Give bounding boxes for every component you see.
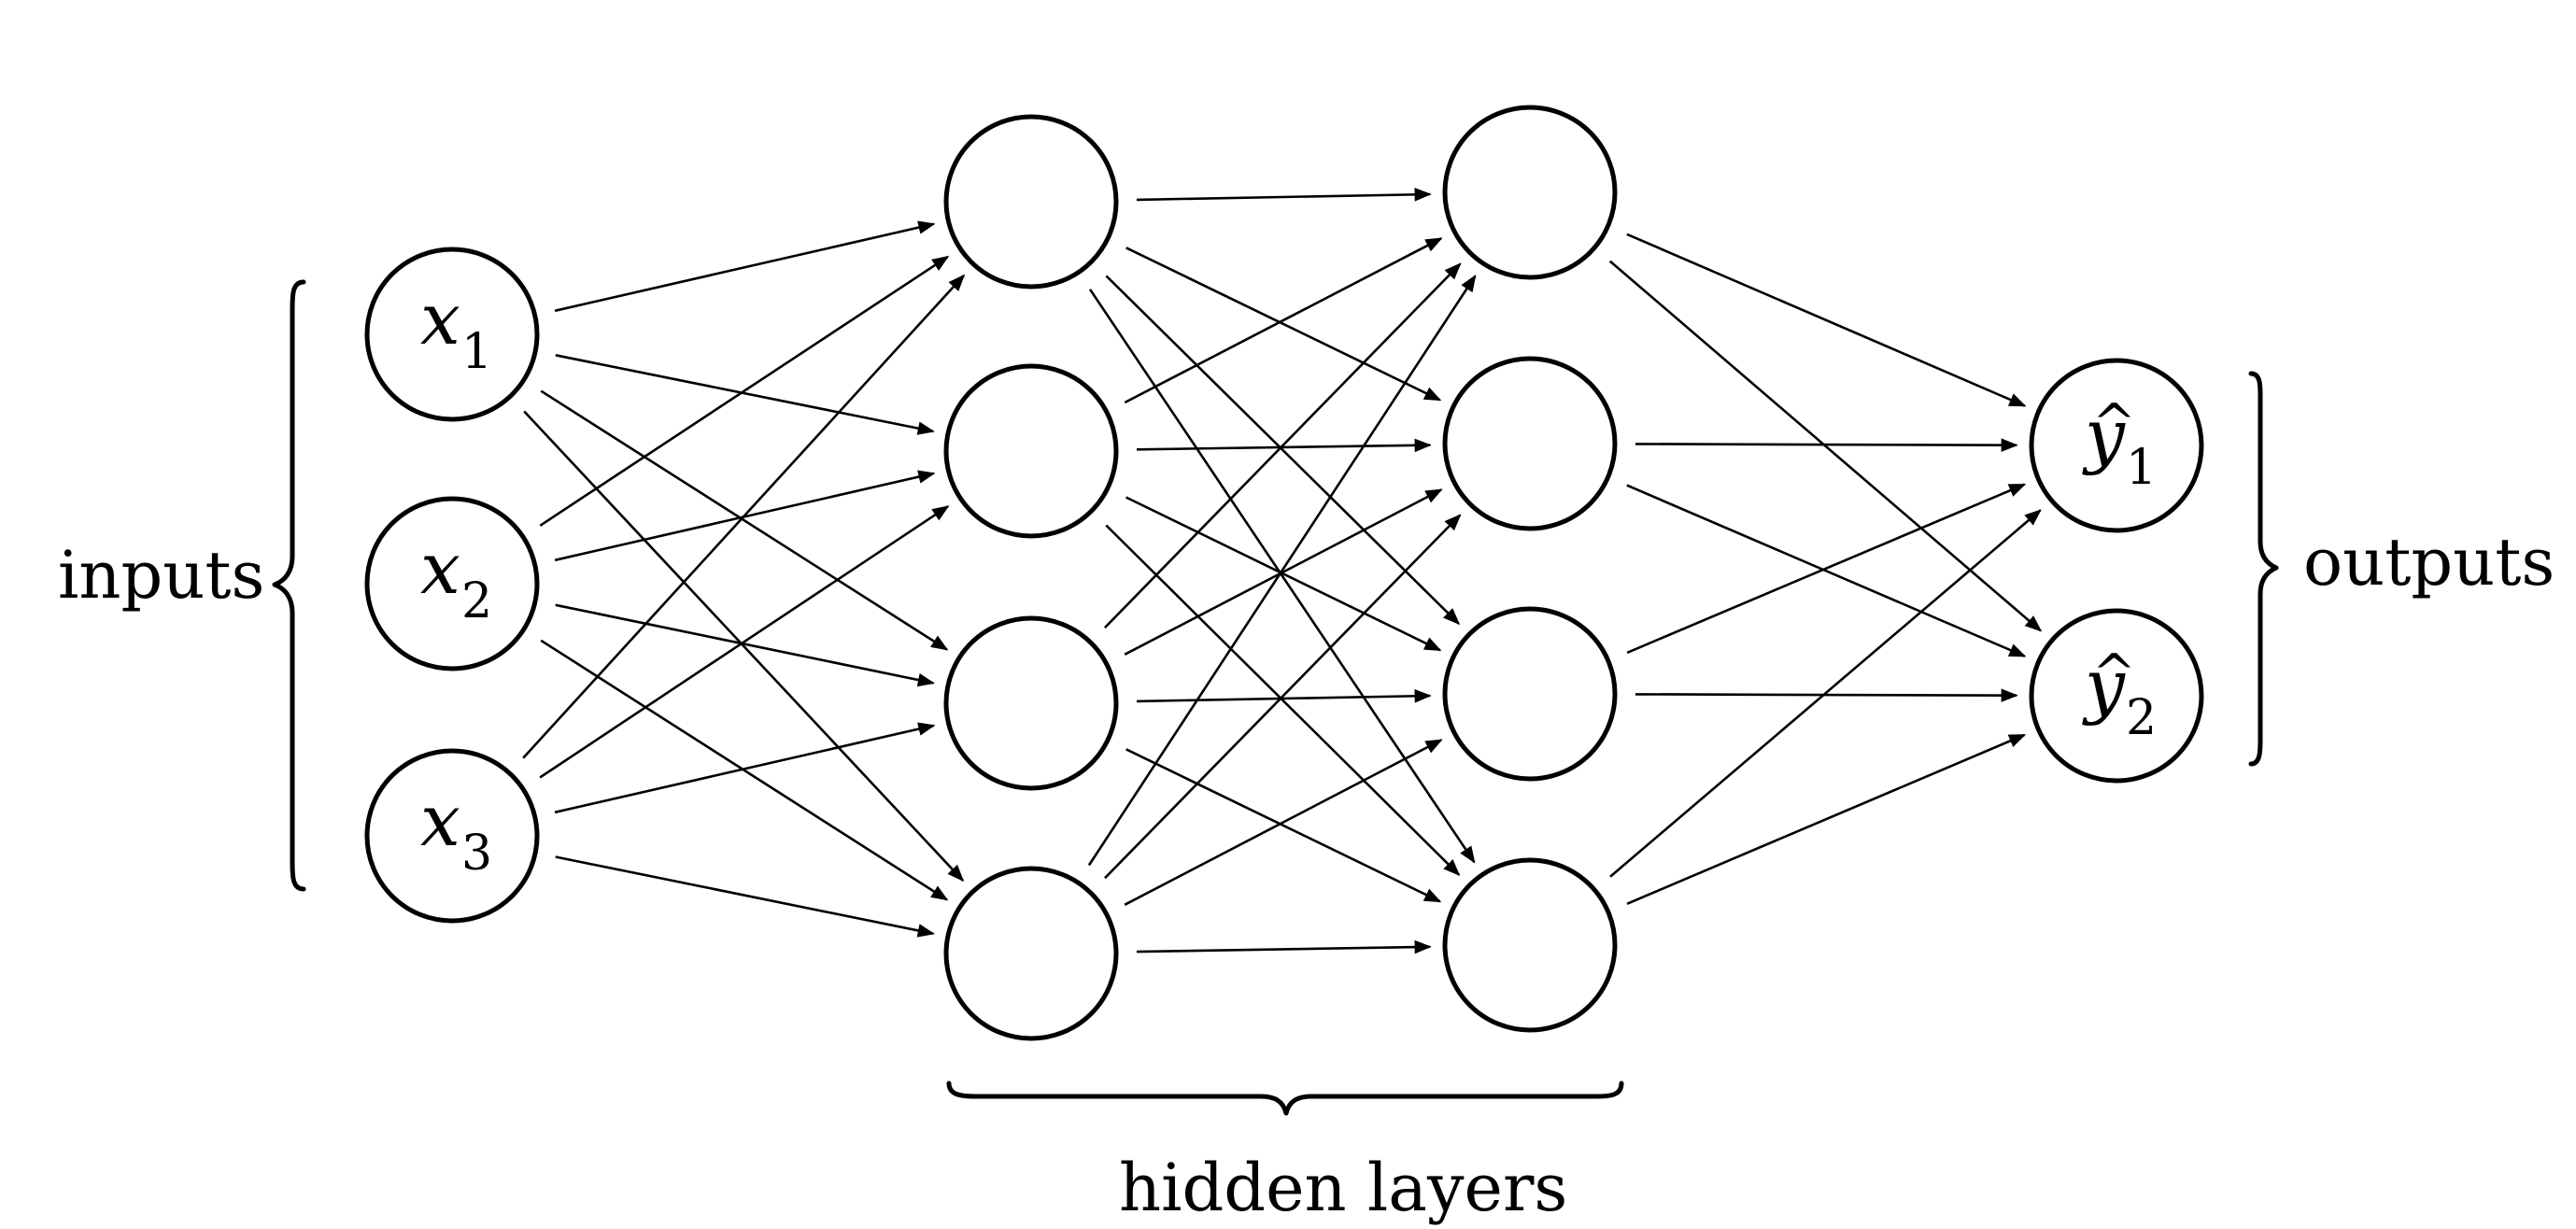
input-layer [364, 247, 540, 924]
y1-hat: ^ [2092, 393, 2136, 454]
edge-l0-2-to-2 [554, 722, 936, 814]
edge-l1-1-to-0 [1124, 237, 1443, 404]
output-node-y1 [2029, 358, 2204, 533]
edge-l1-2-to-3 [1125, 748, 1442, 903]
y2-hat: ^ [2092, 643, 2136, 704]
hidden-layers-label: hidden layers [1119, 1150, 1567, 1226]
edge-l2-2-to-1 [1635, 688, 2018, 702]
input-node-x3 [364, 748, 540, 924]
y1-label: ^ y 1 [2082, 393, 2157, 496]
input-node-x2 [364, 496, 540, 671]
hidden2-node-3 [1442, 606, 1618, 782]
edge-l0-0-to-1 [555, 354, 935, 435]
edge-l1-3-to-2 [1124, 739, 1443, 906]
edge-l2-1-to-1 [1626, 484, 2027, 657]
y2-subscript: 2 [2126, 690, 2157, 746]
hidden2-node-2 [1442, 356, 1618, 531]
edge-l2-3-to-1 [1626, 733, 2027, 905]
edge-l0-2-to-1 [539, 505, 950, 779]
x1-subscript: 1 [461, 324, 492, 380]
x2-subscript: 2 [461, 573, 492, 629]
edge-l2-2-to-0 [1626, 483, 2027, 655]
inputs-brace [272, 279, 306, 892]
edge-l0-2-to-0 [522, 274, 966, 759]
edge-l2-1-to-0 [1635, 438, 2018, 452]
hidden2-node-4 [1442, 857, 1618, 1033]
edge-l1-0-to-1 [1125, 247, 1442, 402]
hidden1-node-3 [943, 615, 1119, 791]
output-node-y2 [2029, 608, 2204, 784]
x3-subscript: 3 [461, 826, 492, 882]
edge-l1-1-to-1 [1136, 438, 1432, 453]
hidden-layer-1 [943, 114, 1119, 1041]
edge-l1-0-to-0 [1136, 188, 1432, 202]
edge-l1-3-to-0 [1087, 274, 1477, 867]
hidden-layers-brace [946, 1081, 1624, 1116]
inputs-label: inputs [58, 537, 264, 614]
edge-l1-3-to-1 [1104, 514, 1462, 880]
hidden1-node-1 [943, 114, 1119, 290]
x2-var: x [420, 527, 460, 610]
edge-l0-1-to-0 [539, 255, 950, 527]
edge-l1-0-to-2 [1105, 275, 1461, 626]
edge-l1-2-to-2 [1136, 689, 1432, 703]
y1-subscript: 1 [2126, 440, 2157, 496]
connection-edges [522, 188, 2043, 954]
edge-l1-1-to-2 [1125, 496, 1442, 652]
y2-label: ^ y 2 [2082, 643, 2157, 746]
outputs-brace [2248, 371, 2279, 767]
edge-l0-0-to-3 [523, 410, 965, 883]
edge-l0-1-to-2 [555, 603, 935, 687]
hidden1-node-4 [943, 866, 1119, 1041]
x3-var: x [420, 779, 460, 862]
edge-l1-3-to-3 [1136, 939, 1432, 954]
output-layer [2029, 358, 2204, 784]
edge-l0-0-to-2 [540, 389, 949, 651]
edge-l0-0-to-0 [554, 220, 936, 313]
edge-l1-1-to-3 [1105, 524, 1461, 876]
hidden2-node-1 [1442, 105, 1618, 280]
y1-var: y [2082, 393, 2126, 476]
edge-l2-0-to-0 [1626, 233, 2027, 407]
edge-l1-2-to-1 [1124, 488, 1443, 656]
outputs-label: outputs [2303, 524, 2555, 600]
x2-label: x 2 [420, 527, 492, 629]
edge-l2-0-to-1 [1608, 260, 2043, 632]
hidden1-node-2 [943, 363, 1119, 539]
edge-l1-2-to-0 [1103, 262, 1462, 629]
x1-var: x [420, 277, 460, 360]
hidden-layer-2 [1442, 105, 1618, 1033]
input-node-x1 [364, 247, 540, 422]
x3-label: x 3 [420, 779, 492, 882]
edge-l1-0-to-3 [1088, 289, 1476, 864]
edge-l0-2-to-3 [555, 855, 935, 938]
edge-l2-3-to-0 [1609, 509, 2042, 878]
y2-var: y [2082, 643, 2126, 727]
x1-label: x 1 [420, 277, 492, 380]
